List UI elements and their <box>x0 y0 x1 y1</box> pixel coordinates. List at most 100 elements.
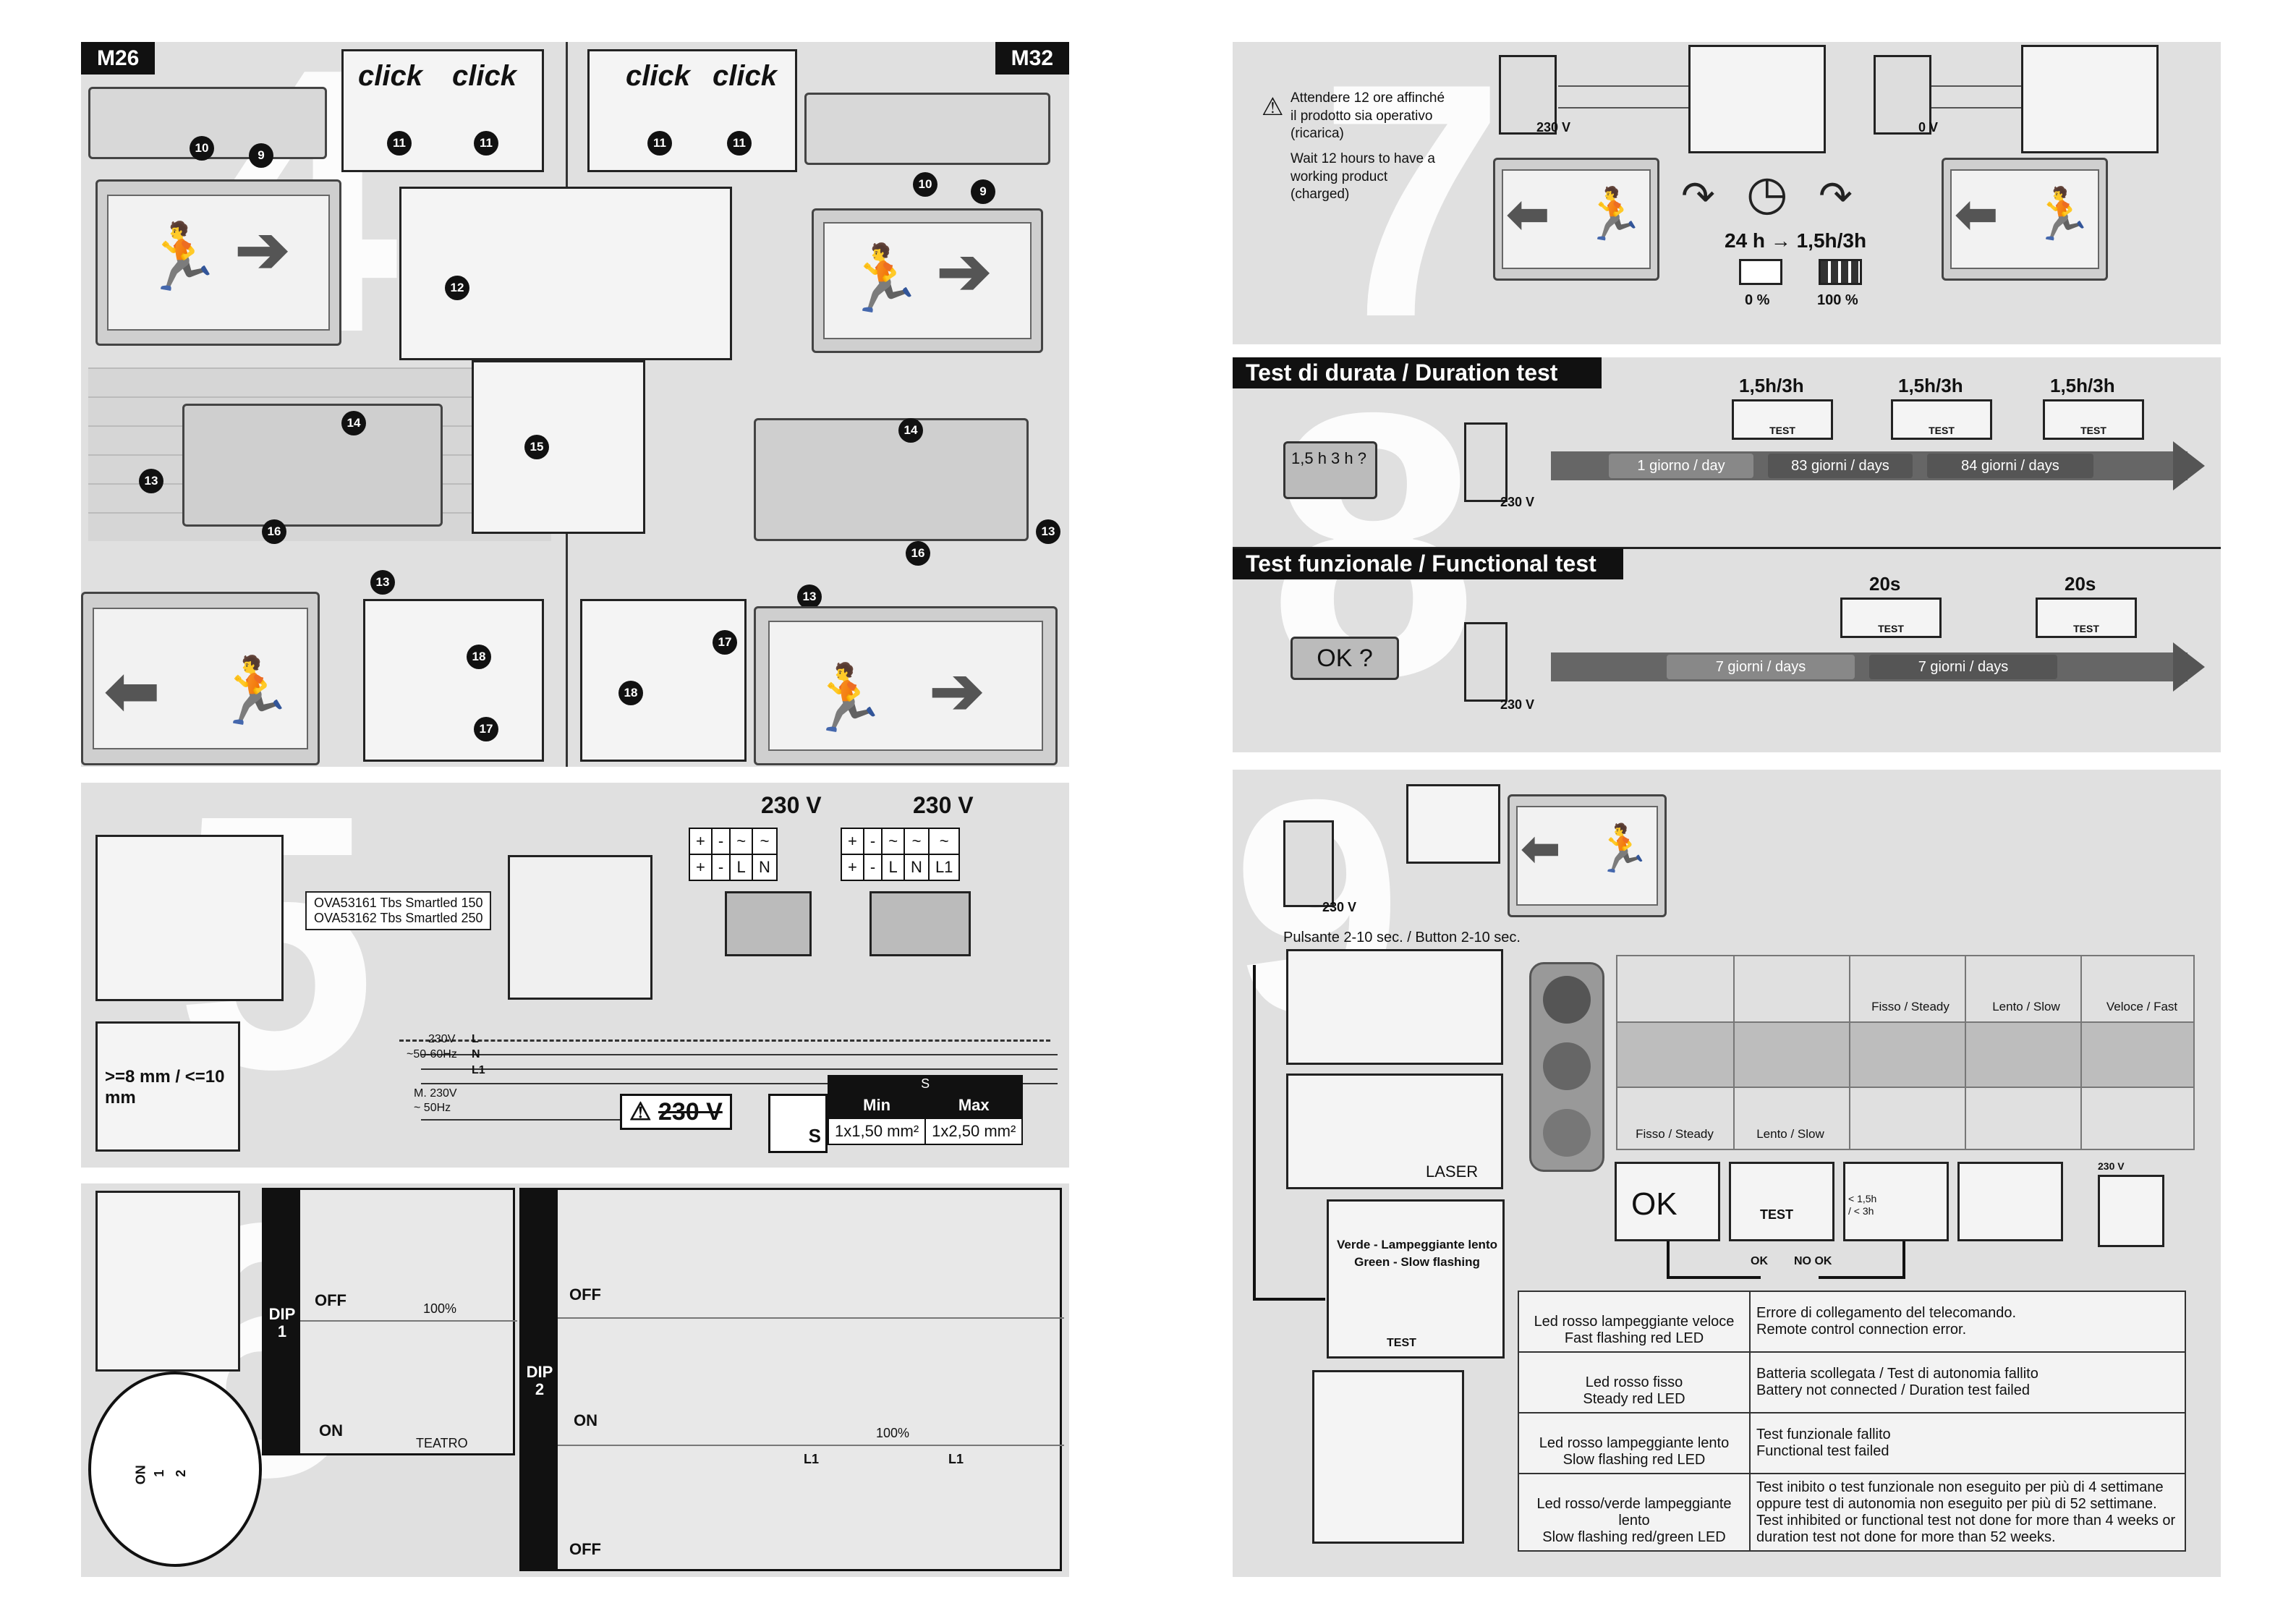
section-divider <box>1233 547 2221 549</box>
duration-question: 1,5 h 3 h ? <box>1283 441 1377 499</box>
led-label-cell: Led rosso lampeggiante lento Slow flashi… <box>1518 1412 1751 1474</box>
terminal-block-a <box>725 891 812 956</box>
battery-empty-label: 0 % <box>1745 292 1770 308</box>
step6-panel: 6 ON 1 2 DIP 1 OFF 100% ON TEATRO DIP 2 … <box>81 1183 1069 1577</box>
sign-face <box>768 621 1044 751</box>
product-line: OVA53161 Tbs Smartled 150 <box>314 896 483 910</box>
supply-label: 230V <box>428 1033 456 1045</box>
exit-sign-charging: ⬅ 🏃 <box>1493 158 1659 281</box>
led-desc-cell: Errore di collegamento del telecomando.R… <box>1749 1291 2186 1353</box>
arrow-right-icon: ➔ <box>930 655 985 728</box>
table-row: Led rosso lampeggiante veloce Fast flash… <box>1518 1291 2186 1353</box>
line-label-n: N <box>472 1048 480 1060</box>
dip1-block: DIP 1 OFF 100% ON TEATRO <box>262 1188 517 1455</box>
voltage-label-b: 230 V <box>913 792 974 818</box>
sign-face <box>1950 169 2100 269</box>
callout-9: 9 <box>971 179 995 204</box>
wiring-detail: 12 <box>399 187 732 360</box>
clip-detail-left: 18 17 <box>363 599 544 762</box>
flow-line <box>1253 1298 1325 1301</box>
timeline-arrow-icon <box>2173 441 2205 490</box>
desc-en: Test inhibited or functional test not do… <box>1756 1512 2176 1545</box>
bus-line <box>1931 107 2033 109</box>
terminal-cell: ~ <box>903 828 930 855</box>
led-mode-label: Lento / Slow <box>1992 1000 2060 1013</box>
arrow-left-icon: ⬅ <box>105 655 160 728</box>
sign-closeup <box>1312 1370 1464 1544</box>
wire-table-header: S <box>827 1075 1024 1093</box>
warning-it: Attendere 12 ore affinché il prodotto si… <box>1291 90 1445 142</box>
arrow-right-icon: ➔ <box>235 214 290 286</box>
flow-line <box>1819 1276 1905 1279</box>
flow-line <box>1253 965 1256 1298</box>
desc-en: Battery not connected / Duration test fa… <box>1756 1382 2030 1398</box>
voltage-label-a: 230 V <box>761 792 822 818</box>
clock-icon: ◷ <box>1746 166 1788 219</box>
nook-small-label: NO OK <box>1794 1255 1832 1267</box>
desc-it: Test inibito o test funzionale non esegu… <box>1756 1479 2164 1512</box>
terminal-cell: + <box>841 854 864 881</box>
table-row: Led rosso/verde lampeggiante lento Slow … <box>1518 1473 2186 1552</box>
runner-icon: 🏃 <box>1582 186 1646 242</box>
on-label: ON <box>133 1465 148 1485</box>
wire-table-val: 1x1,50 mm² <box>827 1118 927 1145</box>
exit-sign-bottom-right: 🏃 ➔ <box>754 606 1058 765</box>
test-sign-icon: TEST <box>1891 399 1992 440</box>
duration-question-text: 1,5 h 3 h ? <box>1291 449 1366 467</box>
callout-17: 17 <box>713 630 737 655</box>
device-photo <box>95 1191 240 1372</box>
sign-face <box>1515 806 1659 906</box>
ok-text: OK <box>1631 1186 1678 1222</box>
click-text: click <box>452 60 516 92</box>
terminal-cell: ~ <box>881 828 906 855</box>
button-press-detail <box>1286 949 1503 1065</box>
terminal-cell: N <box>752 854 778 881</box>
breaker-off <box>1874 55 1931 135</box>
click-text: click <box>358 60 422 92</box>
callout-13: 13 <box>1036 519 1060 544</box>
desc-en: Remote control connection error. <box>1756 1322 1967 1338</box>
arrow-left-icon: ⬅ <box>1521 822 1560 875</box>
v-on-label: 230 V <box>1536 120 1571 135</box>
duration-test-time: 1,5h/3h <box>1739 375 1804 396</box>
flow-line <box>1667 1241 1670 1277</box>
functional-test-time: 20s <box>2065 573 2096 595</box>
runner-icon: 🏃 <box>807 663 888 735</box>
bus-line <box>1931 85 2033 87</box>
dip2-divider <box>558 1317 1064 1319</box>
table-row: Led rosso lampeggiante lento Slow flashi… <box>1518 1412 2186 1474</box>
callout-16: 16 <box>906 541 930 566</box>
breaker-on <box>1499 55 1557 135</box>
dip1-caption-100: 100% <box>423 1301 457 1316</box>
callout-10: 10 <box>190 136 214 161</box>
charge-label: 24 h → 1,5h/3h <box>1725 229 1867 252</box>
terminal-cell: - <box>710 828 731 855</box>
sign-face <box>92 607 309 750</box>
duration-test-time: 1,5h/3h <box>2050 375 2115 396</box>
callout-15: 15 <box>524 435 549 459</box>
sign-face <box>1501 169 1651 269</box>
l1-label: L1 <box>948 1452 964 1466</box>
ok-small-label: OK <box>1751 1255 1768 1267</box>
clip-detail-right: 17 18 <box>580 599 747 762</box>
product-line: OVA53162 Tbs Smartled 250 <box>314 911 483 925</box>
grid-col-line <box>1733 956 1735 1149</box>
led-label-cell: Led rosso lampeggiante veloce Fast flash… <box>1518 1291 1751 1353</box>
callout-13: 13 <box>370 570 395 595</box>
exit-sign-step9: ⬅ 🏃 <box>1508 794 1667 917</box>
v-label: 230 V <box>1500 697 1535 712</box>
l1-label: L1 <box>804 1452 820 1466</box>
runner-icon: 🏃 <box>141 221 223 294</box>
callout-9: 9 <box>249 143 273 168</box>
desc-en: Functional test failed <box>1756 1443 1889 1459</box>
functional-segment: 7 giorni / days <box>1869 655 2057 679</box>
led-label-cell: Led rosso fisso Steady red LED <box>1518 1351 1751 1413</box>
dip2-caption-100: 100% <box>876 1426 910 1440</box>
exit-sign-bottom-left: ⬅ 🏃 <box>81 592 320 765</box>
test-sign-icon: TEST <box>2043 399 2144 440</box>
dip1-divider <box>300 1320 517 1322</box>
callout-17: 17 <box>474 717 498 741</box>
warning-block: ⚠ Attendere 12 ore affinché il prodotto … <box>1262 90 1450 204</box>
light-green <box>1543 1109 1591 1157</box>
